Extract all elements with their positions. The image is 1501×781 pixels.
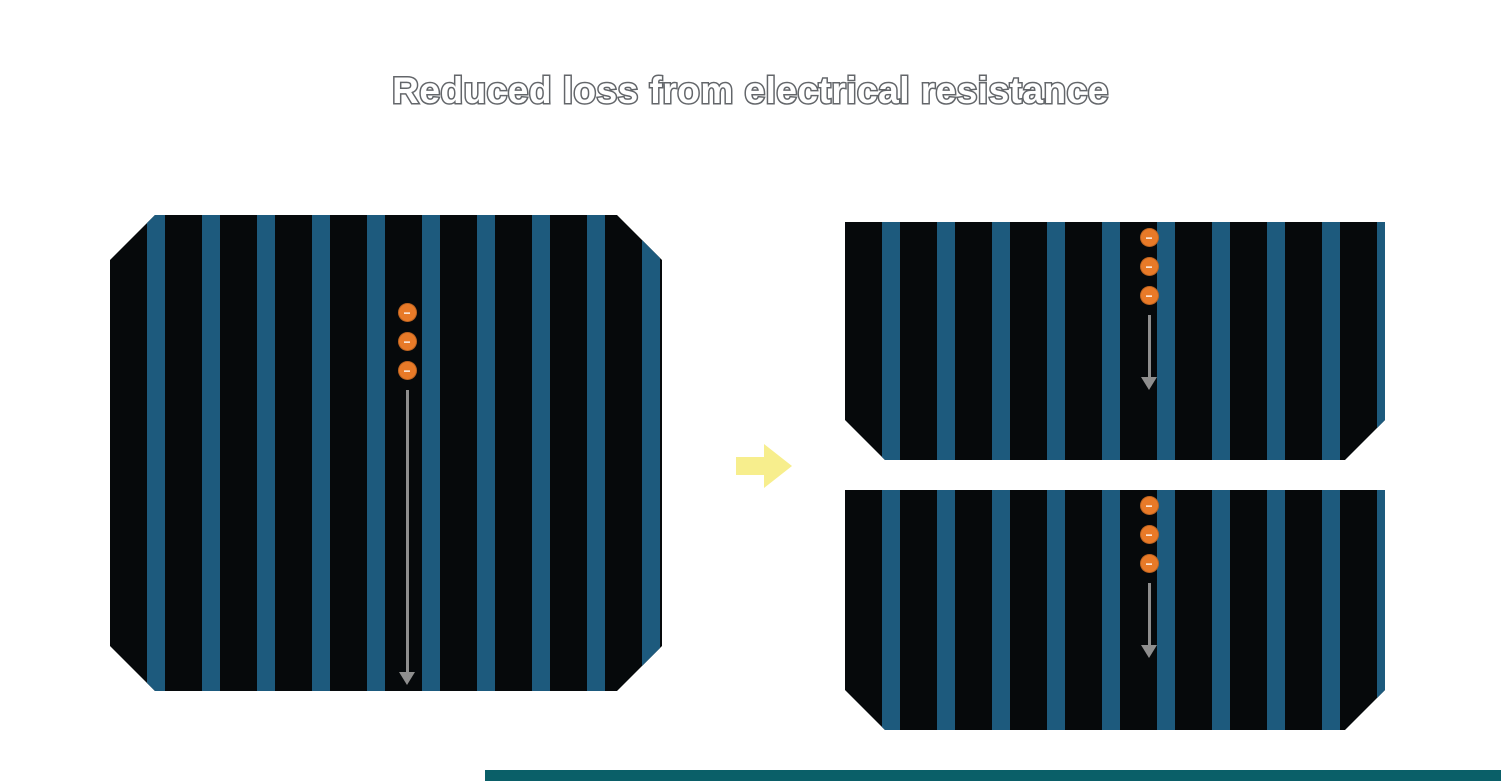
electron-icon: −: [1139, 286, 1159, 305]
half-solar-cell-top: [845, 222, 1385, 460]
electron-flow-full-cell: − − −: [397, 303, 417, 672]
half-solar-cell-bottom: [845, 490, 1385, 730]
electron-icon: −: [1139, 257, 1159, 276]
electron-icon: −: [1139, 554, 1159, 573]
current-flow-arrow-icon: [1147, 315, 1151, 377]
diagram-title: Reduced loss from electrical resistance: [391, 69, 1110, 113]
electron-icon: −: [397, 303, 417, 322]
electron-flow-half-cell-top: − − −: [1139, 228, 1159, 377]
current-flow-arrow-icon: [405, 390, 409, 672]
electron-flow-half-cell-bottom: − − −: [1139, 496, 1159, 645]
electron-icon: −: [1139, 496, 1159, 515]
electron-icon: −: [1139, 228, 1159, 247]
bottom-edge-strip: [485, 770, 1501, 781]
full-solar-cell: [110, 215, 662, 691]
electron-icon: −: [397, 332, 417, 351]
electron-icon: −: [1139, 525, 1159, 544]
right-arrow-icon: [736, 444, 792, 488]
electron-icon: −: [397, 361, 417, 380]
current-flow-arrow-icon: [1147, 583, 1151, 645]
